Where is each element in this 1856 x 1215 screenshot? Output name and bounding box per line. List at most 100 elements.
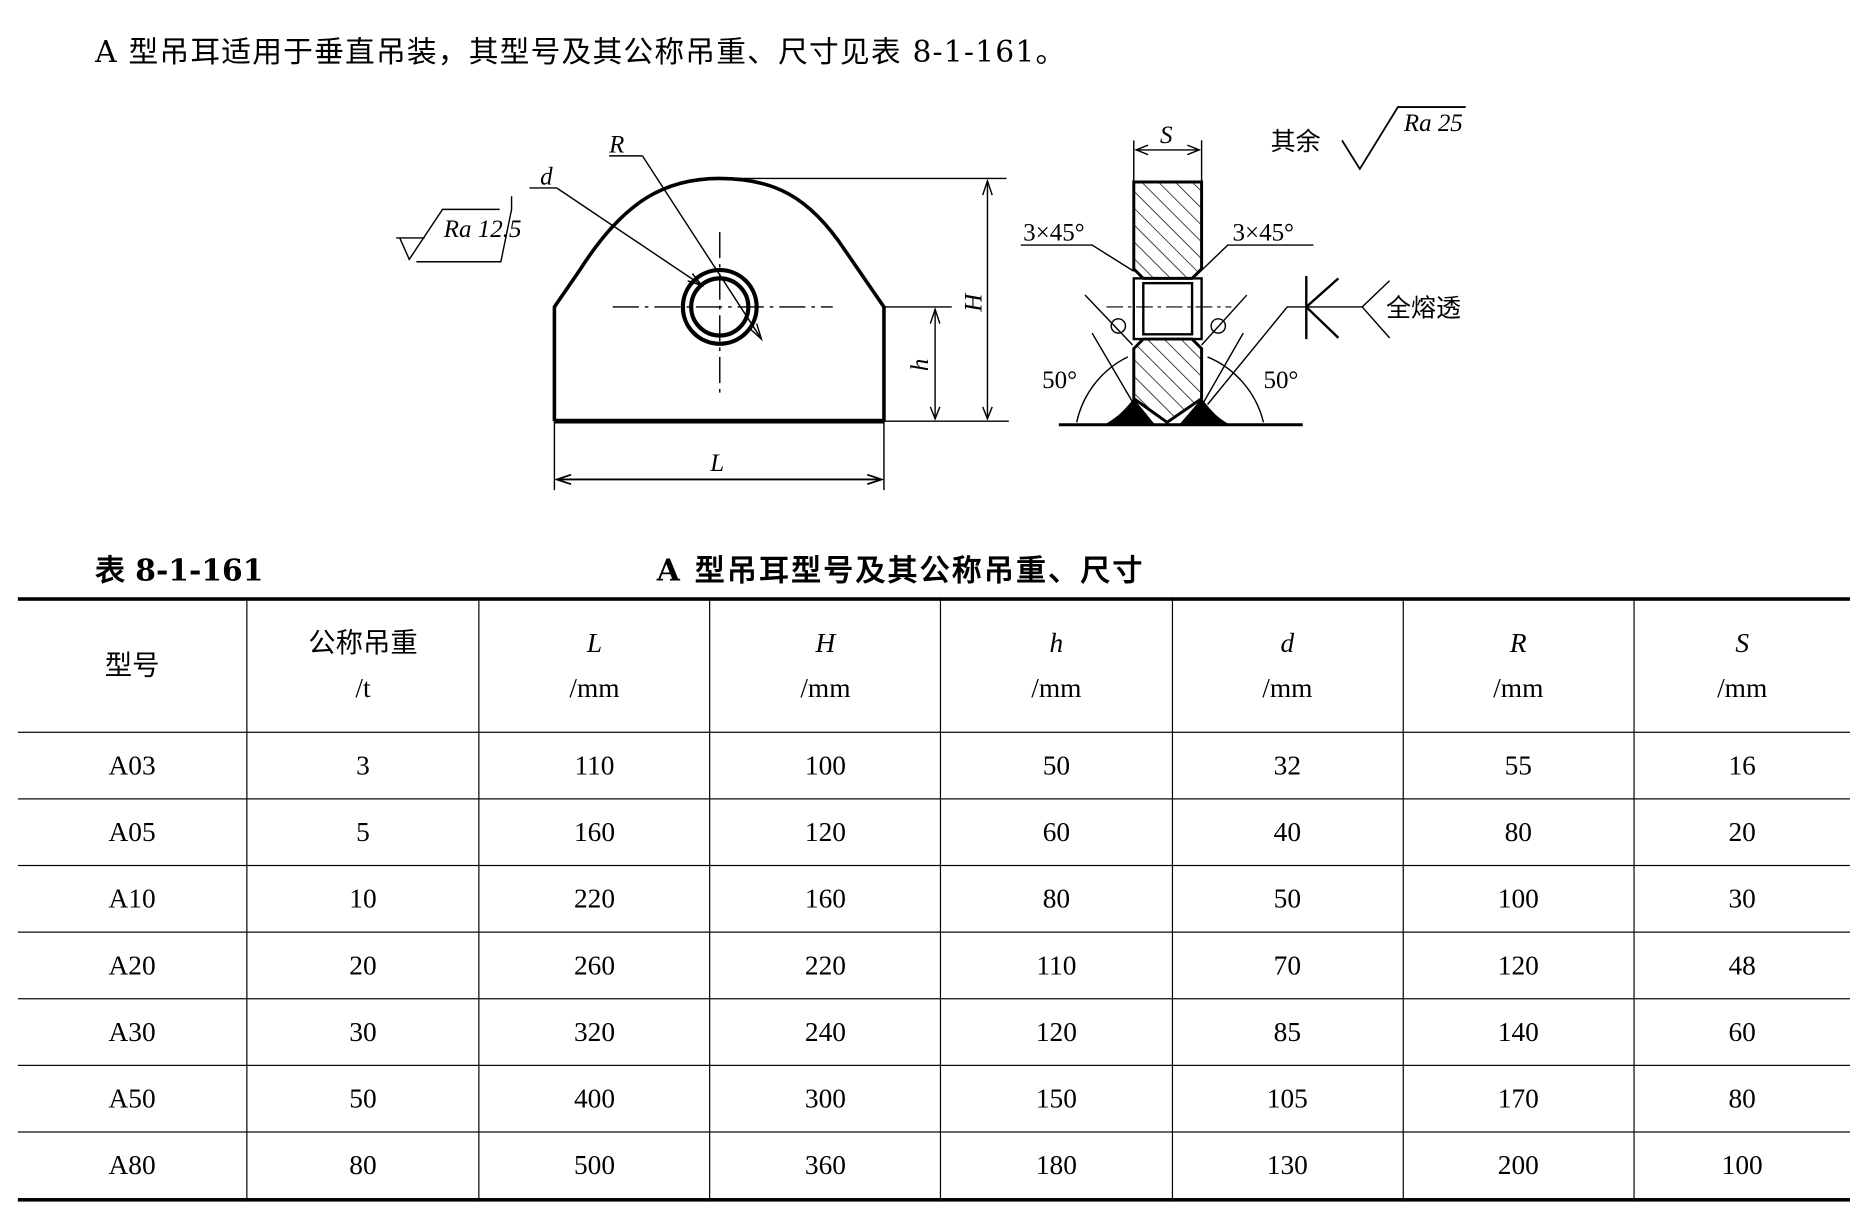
weld-note: 全熔透 — [1386, 294, 1461, 322]
column-name: d — [1280, 628, 1295, 658]
table-cell: 60 — [1633, 998, 1850, 1066]
table-cell: 130 — [1171, 1131, 1404, 1201]
label-S: S — [1160, 122, 1173, 149]
table-cell: 50 — [940, 731, 1173, 800]
table-cell: 110 — [940, 931, 1173, 1000]
intro-paragraph: A 型吊耳适用于垂直吊装，其型号及其公称吊重、尺寸见表 8-1-161。 — [95, 34, 1067, 70]
table-cell: 70 — [1171, 931, 1404, 1000]
roughness-rest-label: Ra 25 — [1403, 110, 1463, 137]
table-cell: 80 — [1402, 798, 1635, 867]
table-cell: 100 — [1633, 1131, 1850, 1201]
table-cell: 160 — [709, 864, 942, 933]
table-cell: 50 — [1171, 864, 1404, 933]
roughness-label: Ra 12.5 — [443, 216, 522, 243]
table-cell: A80 — [17, 1131, 248, 1201]
label-R: R — [608, 131, 624, 158]
table-cell: 400 — [478, 1064, 711, 1133]
table-number: 表 8-1-161 — [95, 553, 264, 588]
table-cell: 20 — [246, 931, 480, 1000]
table-title: A 型吊耳型号及其公称吊重、尺寸 — [656, 553, 1145, 588]
column-header: d/mm — [1171, 598, 1404, 733]
angle-left-label: 50° — [1042, 367, 1077, 394]
angle-right-label: 50° — [1263, 367, 1298, 394]
label-h: h — [907, 359, 934, 371]
table-cell: 80 — [940, 864, 1173, 933]
table-cell: 500 — [478, 1131, 711, 1201]
column-name: 型号 — [104, 650, 160, 681]
table-cell: 16 — [1633, 731, 1850, 800]
column-header: H/mm — [709, 598, 942, 733]
table-cell: 240 — [709, 998, 942, 1066]
table-cell: 200 — [1402, 1131, 1635, 1201]
table-cell: A20 — [17, 931, 248, 1000]
label-L: L — [709, 450, 724, 477]
column-name: 公称吊重 — [308, 628, 418, 658]
column-name: h — [1049, 628, 1064, 658]
table-cell: 220 — [709, 931, 942, 1000]
table-cell: 30 — [246, 998, 480, 1066]
table-cell: 300 — [709, 1064, 942, 1133]
table-cell: 32 — [1171, 731, 1404, 800]
column-unit: /mm — [1031, 673, 1082, 704]
table-cell: 120 — [709, 798, 942, 867]
table-cell: 260 — [478, 931, 711, 1000]
table-cell: A03 — [17, 731, 248, 800]
lifting-lug-drawing: Ra 12.5 d R H h L S 3×45° 3×45° 50° 50° … — [396, 106, 1466, 491]
table-cell: 3 — [246, 731, 480, 800]
drawing-labels: Ra 12.5 d R H h L S 3×45° 3×45° 50° 50° … — [443, 110, 1463, 477]
table-cell: 5 — [246, 798, 480, 867]
chamfer-left-label: 3×45° — [1023, 219, 1085, 246]
label-H: H — [961, 292, 988, 313]
column-header: 型号 — [17, 598, 248, 733]
label-d: d — [540, 163, 553, 190]
table-cell: 160 — [478, 798, 711, 867]
table-cell: 20 — [1633, 798, 1850, 867]
table-cell: 360 — [709, 1131, 942, 1201]
table-cell: 100 — [709, 731, 942, 800]
table-cell: A50 — [17, 1064, 248, 1133]
table-cell: 10 — [246, 864, 480, 933]
table-cell: 170 — [1402, 1064, 1635, 1133]
table-cell: 320 — [478, 998, 711, 1066]
column-header: L/mm — [478, 598, 711, 733]
chamfer-right-label: 3×45° — [1233, 219, 1295, 246]
column-unit: /mm — [1262, 673, 1313, 704]
column-name: H — [815, 628, 836, 658]
table-cell: 110 — [478, 731, 711, 800]
column-name: R — [1509, 628, 1527, 658]
column-header: R/mm — [1402, 598, 1635, 733]
table-cell: 60 — [940, 798, 1173, 867]
table-cell: 85 — [1171, 998, 1404, 1066]
table-cell: 50 — [246, 1064, 480, 1133]
column-name: S — [1735, 628, 1750, 658]
table-cell: 120 — [940, 998, 1173, 1066]
column-unit: /mm — [1717, 673, 1768, 704]
table-cell: A10 — [17, 864, 248, 933]
column-unit: /mm — [569, 673, 620, 704]
side-view — [1020, 106, 1466, 427]
column-header: h/mm — [940, 598, 1173, 733]
table-cell: A05 — [17, 798, 248, 867]
table-cell: 150 — [940, 1064, 1173, 1133]
table-cell: 48 — [1633, 931, 1850, 1000]
table-cell: 105 — [1171, 1064, 1404, 1133]
column-name: L — [586, 628, 603, 658]
table-cell: 80 — [1633, 1064, 1850, 1133]
column-header: S/mm — [1633, 598, 1850, 733]
table-cell: 120 — [1402, 931, 1635, 1000]
table-cell: 140 — [1402, 998, 1635, 1066]
column-unit: /mm — [800, 673, 851, 704]
table-cell: 100 — [1402, 864, 1635, 933]
table-cell: A30 — [17, 998, 248, 1066]
column-unit: /mm — [1493, 673, 1544, 704]
rest-label: 其余 — [1271, 128, 1321, 156]
